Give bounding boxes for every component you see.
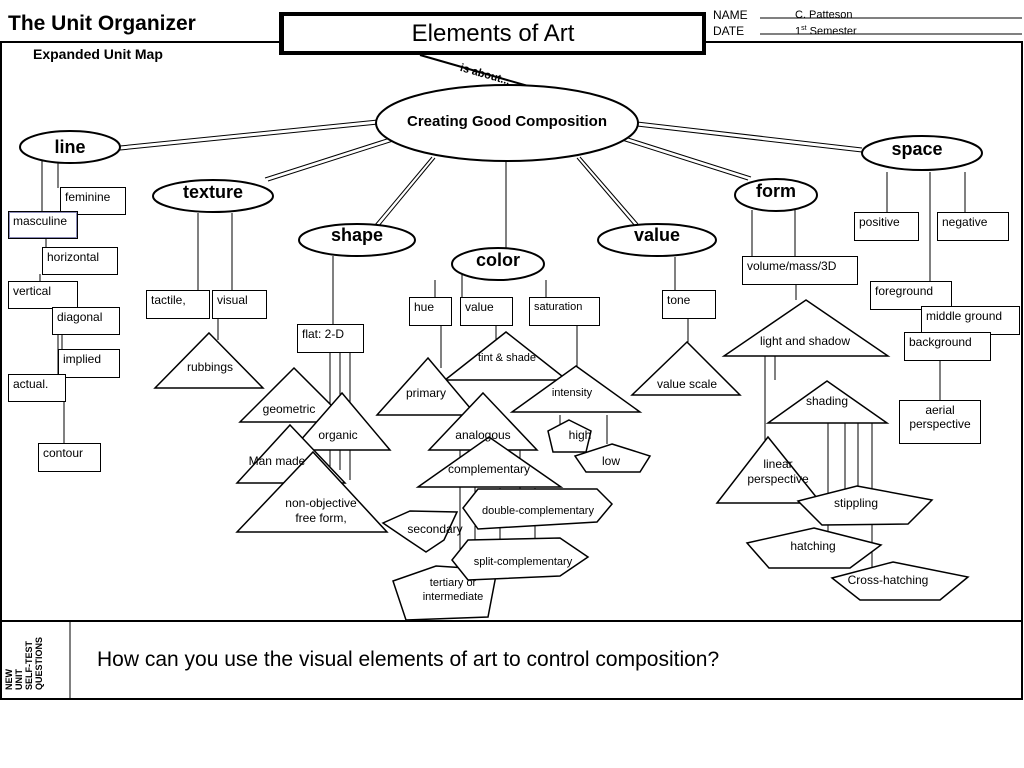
item-visual: visual <box>212 290 267 319</box>
item-stippling: stippling <box>833 496 879 510</box>
item-high: high <box>568 428 592 442</box>
node-line: line <box>54 137 86 157</box>
side-label-questions: QUESTIONS <box>34 636 44 690</box>
item-cross-hatching: Cross-hatching <box>847 573 929 587</box>
item-non-objective: non-objective free form, <box>262 496 380 526</box>
name-label: NAME <box>713 8 748 22</box>
item-volume-mass-3d: volume/mass/3D <box>742 256 858 285</box>
item-value-scale: value scale <box>656 377 718 391</box>
name-value[interactable]: C. Patteson <box>795 9 853 21</box>
item-tertiary: tertiary or intermediate <box>408 576 498 604</box>
node-space: space <box>891 139 943 159</box>
item-masculine: masculine <box>8 211 78 239</box>
item-low: low <box>601 454 620 468</box>
item-hue: hue <box>409 297 452 326</box>
date-value-number: 1 <box>795 25 802 38</box>
item-actual: actual. <box>8 374 66 402</box>
item-organic: organic <box>318 428 358 442</box>
item-linear-perspective-line-1: linear <box>763 457 793 471</box>
map-subtitle: Expanded Unit Map <box>33 46 163 62</box>
item-positive: positive <box>854 212 919 241</box>
item-primary: primary <box>405 386 446 400</box>
item-double-complementary: double-complementary <box>482 505 594 517</box>
item-tone: tone <box>662 290 716 319</box>
item-tertiary-line-1: tertiary or <box>429 577 477 589</box>
item-analogous: analogous <box>455 428 511 442</box>
item-split-complementary: split-complementary <box>473 556 573 568</box>
item-diagonal: diagonal <box>52 307 120 335</box>
item-foreground: foreground <box>870 281 952 310</box>
item-non-objective-line-1: non-objective <box>285 496 357 510</box>
item-tactile: tactile, <box>146 290 210 319</box>
center-concept: Creating Good Composition <box>407 113 607 130</box>
unit-title: Elements of Art <box>411 20 575 47</box>
item-tint-shade: tint & shade <box>477 352 537 364</box>
node-texture: texture <box>182 182 244 202</box>
item-intensity: intensity <box>551 387 593 399</box>
item-aerial-perspective: aerial perspective <box>899 400 981 444</box>
date-value-superscript: st <box>801 25 807 32</box>
item-saturation: saturation <box>529 297 600 326</box>
unit-title-box: Elements of Art <box>279 12 706 55</box>
date-value-text: Semester <box>806 25 857 38</box>
item-feminine: feminine <box>60 187 126 215</box>
side-label-new: NEW <box>4 669 14 690</box>
app-title: The Unit Organizer <box>8 12 196 35</box>
item-rubbings: rubbings <box>186 360 234 374</box>
item-aerial-perspective-line-1: aerial <box>925 403 955 417</box>
item-secondary: secondary <box>407 522 463 536</box>
item-geometric: geometric <box>262 402 316 416</box>
date-value[interactable]: 1st Semester <box>795 25 857 38</box>
item-color-value: value <box>460 297 513 326</box>
item-background: background <box>904 332 991 361</box>
item-non-objective-line-2: free form, <box>295 511 347 525</box>
item-tertiary-line-2: intermediate <box>422 591 484 603</box>
item-horizontal: horizontal <box>42 247 118 275</box>
item-linear-perspective: linear perspective <box>734 457 822 487</box>
date-label: DATE <box>713 24 745 38</box>
item-flat-2d: flat: 2-D <box>297 324 364 353</box>
item-light-and-shadow: light and shadow <box>759 334 851 348</box>
item-shading: shading <box>805 394 849 408</box>
node-value: value <box>633 225 681 245</box>
item-linear-perspective-line-2: perspective <box>747 472 809 486</box>
item-contour: contour <box>38 443 101 472</box>
side-label-self-test: SELF-TEST <box>24 641 34 690</box>
item-negative: negative <box>937 212 1009 241</box>
node-shape: shape <box>330 225 384 245</box>
item-hatching: hatching <box>790 539 836 553</box>
node-color: color <box>475 250 520 270</box>
item-man-made: Man made <box>248 454 306 468</box>
self-test-question[interactable]: How can you use the visual elements of a… <box>97 648 720 671</box>
item-implied: implied <box>58 349 120 378</box>
node-form: form <box>756 181 796 201</box>
self-test-side-label: NEW UNIT SELF-TEST QUESTIONS <box>4 610 70 690</box>
item-vertical: vertical <box>8 281 78 309</box>
side-label-unit: UNIT <box>14 669 24 690</box>
item-aerial-perspective-line-2: perspective <box>909 417 971 431</box>
item-complementary: complementary <box>447 462 531 476</box>
item-middle-ground: middle ground <box>921 306 1020 335</box>
